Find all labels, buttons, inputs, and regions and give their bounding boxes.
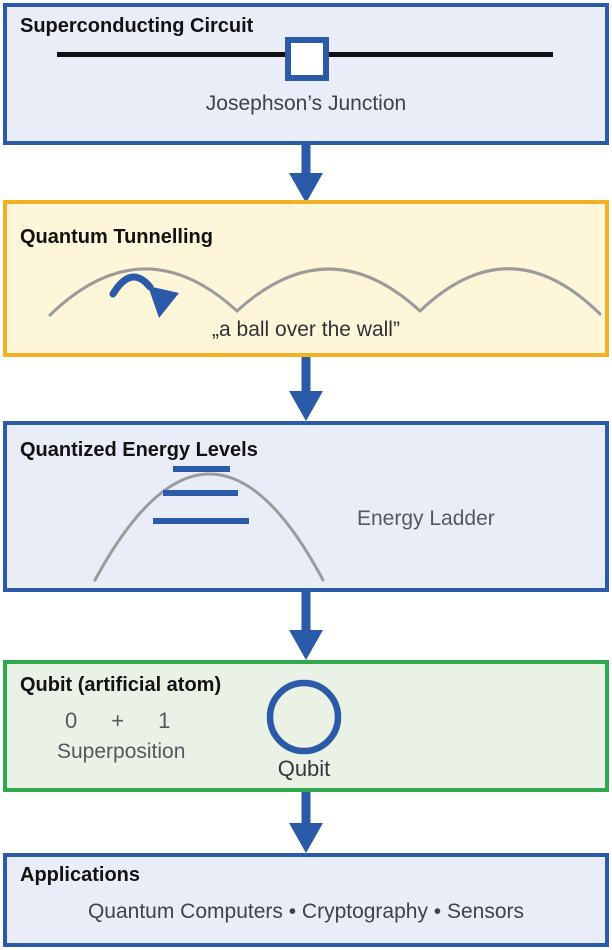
arrow-down-icon [289,357,323,421]
plus-sign: + [111,708,125,733]
josephson-junction-square [285,37,329,81]
box-quantum-tunnelling: Quantum Tunnelling „a ball over the wall… [3,200,609,357]
box-title-qubit: Qubit (artificial atom) [20,674,222,696]
tunnelling-caption: „a ball over the wall” [212,318,400,341]
energy-level-bar [163,490,238,496]
arrow-down-icon [289,792,323,853]
qubit-circle [266,679,342,755]
box-superconducting-circuit: Superconducting Circuit Josephson’s Junc… [3,3,609,145]
box-title-applications: Applications [20,864,141,886]
state-one: 1 [158,708,171,733]
potential-well-curve [93,472,325,582]
energy-ladder-diagram [93,466,325,582]
qubit-circle-label: Qubit [277,756,331,781]
box-quantized-energy-levels: Quantized Energy Levels Energy Ladder [3,421,609,592]
box-applications: Applications Quantum Computers • Cryptog… [3,853,609,947]
box-title-tunnelling: Quantum Tunnelling [20,226,213,248]
josephson-junction-diagram [57,37,553,81]
ball-arrow-head-icon [148,286,179,318]
box-qubit: Qubit (artificial atom) 0 + 1 Superposit… [3,660,609,792]
barrier-walls-curve [48,267,602,317]
superposition-equation: 0 + 1 [65,708,170,734]
arrow-down-icon [289,592,323,660]
ball-arrow-curve [109,273,154,298]
energy-ladder-label: Energy Ladder [357,507,495,530]
josephson-caption: Josephson’s Junction [205,92,407,115]
tunnelling-diagram [48,267,602,318]
state-zero: 0 [65,708,78,733]
qubit-circle-diagram [266,679,342,755]
energy-level-bar [153,518,249,524]
applications-list: Quantum Computers • Cryptography • Senso… [87,900,525,923]
energy-level-bar [173,466,230,472]
arrow-down-icon [289,145,323,203]
superposition-label: Superposition [57,740,186,763]
box-title-superconducting: Superconducting Circuit [20,15,254,37]
box-title-energy-levels: Quantized Energy Levels [20,439,258,461]
